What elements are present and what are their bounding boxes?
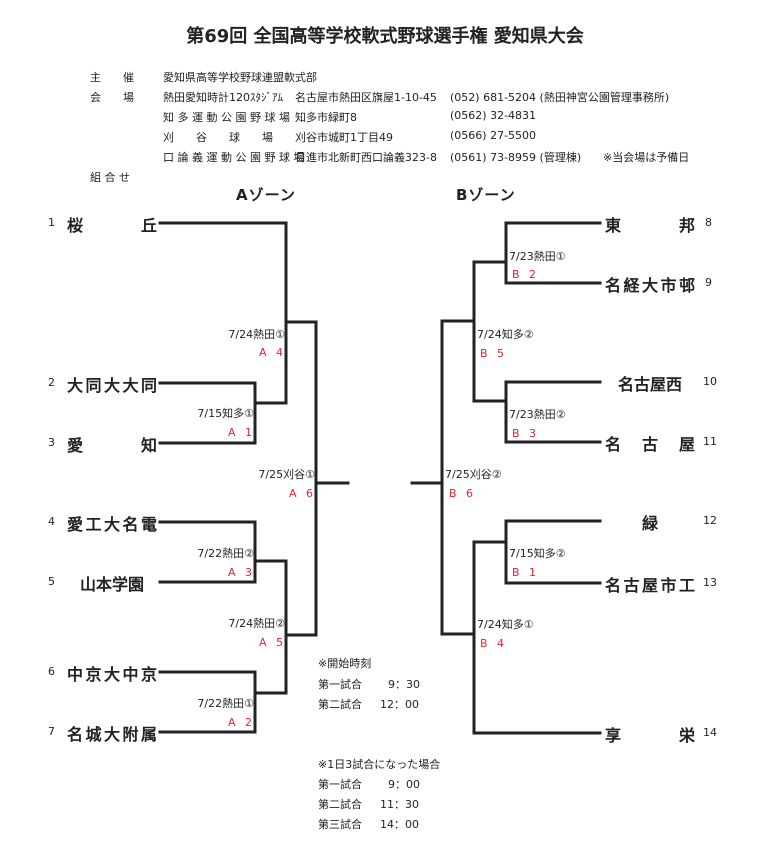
schedule-time: 14：00 — [380, 818, 419, 831]
team-number: 3 — [48, 436, 55, 449]
zone-b-heading: Bゾーン — [456, 186, 516, 204]
schedule-title: ※開始時刻 — [318, 657, 372, 670]
team-number: 11 — [703, 435, 717, 448]
team-number: 7 — [48, 725, 55, 738]
game-a3-lines — [158, 520, 288, 584]
schedule-label: 第三試合 — [318, 818, 362, 831]
line-team-1 — [158, 221, 288, 405]
schedule-label: 第一試合 — [318, 778, 362, 791]
team-name: 山本学園 — [79, 575, 144, 594]
bracket-label: 組 合 せ — [90, 171, 130, 184]
organizer-label: 主 催 — [90, 71, 134, 84]
organizer: 愛知県高等学校野球連盟軟式部 — [163, 71, 317, 84]
game-b2-date: 7/23熱田① — [509, 250, 566, 263]
game-a2-date: 7/22熱田① — [197, 697, 254, 710]
venue-name: 熱田愛知時計120ｽﾀｼﾞｱﾑ — [163, 91, 283, 104]
schedule-time: 11：30 — [380, 798, 419, 811]
team-number: 14 — [703, 726, 717, 739]
schedule-time: 9：00 — [388, 778, 420, 791]
game-b4-lines — [440, 540, 602, 735]
venue-address: 名古屋市熱田区旗屋1-10-45 — [295, 91, 437, 104]
venue-address: 日進市北新町西口論義323-8 — [295, 151, 437, 164]
game-b5-date: 7/24知多② — [477, 328, 534, 341]
game-b2-code: B 2 — [512, 268, 540, 281]
game-b6-lines — [410, 319, 444, 636]
game-b3-lines — [472, 380, 602, 444]
game-a2-code: A 2 — [227, 716, 255, 729]
game-b6-code: B 6 — [449, 487, 477, 500]
team-name: 緑 — [641, 514, 658, 533]
schedule-time: 9：30 — [388, 678, 420, 691]
game-b6-date: 7/25刈谷② — [445, 468, 502, 481]
game-a3-code: A 3 — [227, 566, 255, 579]
schedule-label: 第二試合 — [318, 698, 362, 711]
team-number: 4 — [48, 515, 55, 528]
venue-phone: (052) 681-5204 (熱田神宮公園管理事務所) — [450, 91, 670, 104]
team-name: 名古屋西 — [617, 375, 682, 394]
game-a1-lines — [158, 381, 288, 445]
game-a6-code: A 6 — [288, 487, 316, 500]
game-b4-date: 7/24知多① — [477, 618, 534, 631]
team-number: 10 — [703, 375, 717, 388]
team-name: 桜 丘 — [67, 216, 157, 235]
game-b1-lines — [472, 519, 602, 585]
game-b3-date: 7/23熱田② — [509, 408, 566, 421]
game-a6-lines — [314, 320, 350, 637]
team-name: 愛工大名電 — [67, 515, 157, 534]
team-name: 愛 知 — [67, 436, 157, 455]
venue-label: 会 場 — [90, 91, 134, 104]
team-name: 大同大大同 — [67, 376, 157, 395]
game-b4-code: B 4 — [480, 637, 508, 650]
game-b3-code: B 3 — [512, 427, 540, 440]
team-number: 8 — [705, 216, 712, 229]
venue-address: 刈谷市城町1丁目49 — [295, 131, 393, 144]
team-number: 12 — [703, 514, 717, 527]
team-number: 2 — [48, 376, 55, 389]
zone-a-heading: Aゾーン — [236, 186, 296, 204]
schedule-label: 第二試合 — [318, 798, 362, 811]
game-a5-code: A 5 — [258, 636, 286, 649]
venue-address: 知多市緑町8 — [295, 111, 357, 124]
venue-name: 刈 谷 球 場 — [163, 131, 273, 144]
team-number: 13 — [703, 576, 717, 589]
game-a2-lines — [158, 670, 288, 734]
game-b1-date: 7/15知多② — [509, 547, 566, 560]
team-name: 名城大附属 — [67, 725, 157, 744]
team-number: 9 — [705, 276, 712, 289]
team-name: 中京大中京 — [67, 665, 157, 684]
schedule-title-three-games: ※1日3試合になった場合 — [318, 758, 441, 771]
team-number: 6 — [48, 665, 55, 678]
team-name: 名古屋市工 — [605, 576, 695, 595]
team-name: 名経大市邨 — [605, 276, 695, 295]
team-name: 名 古 屋 — [605, 435, 695, 454]
game-b5-lines — [440, 260, 476, 403]
game-a5-date: 7/24熱田② — [228, 617, 285, 630]
venue-phone: (0561) 73-8959 (管理棟) — [450, 151, 582, 164]
game-a5-lines — [284, 559, 318, 695]
venue-phone: (0566) 27-5500 — [450, 129, 537, 142]
game-a3-date: 7/22熱田② — [197, 547, 254, 560]
game-a6-date: 7/25刈谷① — [258, 468, 315, 481]
game-b2-lines — [472, 221, 602, 285]
schedule-time: 12：00 — [380, 698, 419, 711]
team-number: 1 — [48, 216, 55, 229]
team-name: 東 邦 — [605, 216, 695, 235]
schedule-label: 第一試合 — [318, 678, 362, 691]
game-a4-date: 7/24熱田① — [228, 328, 285, 341]
venue-name: 知 多 運 動 公 園 野 球 場 — [163, 111, 290, 124]
venue-name: 口 論 義 運 動 公 園 野 球 場 — [163, 151, 305, 164]
venue-note: ※当会場は予備日 — [603, 151, 690, 164]
team-name: 享 栄 — [605, 726, 695, 745]
game-a4-code: A 4 — [258, 346, 286, 359]
game-a1-code: A 1 — [227, 426, 255, 439]
team-number: 5 — [48, 575, 55, 588]
game-a1-date: 7/15知多① — [197, 407, 254, 420]
venue-phone: (0562) 32-4831 — [450, 109, 537, 122]
game-b5-code: B 5 — [480, 347, 508, 360]
page-title: 第69回 全国高等学校軟式野球選手権 愛知県大会 — [186, 26, 584, 47]
game-b1-code: B 1 — [512, 566, 540, 579]
